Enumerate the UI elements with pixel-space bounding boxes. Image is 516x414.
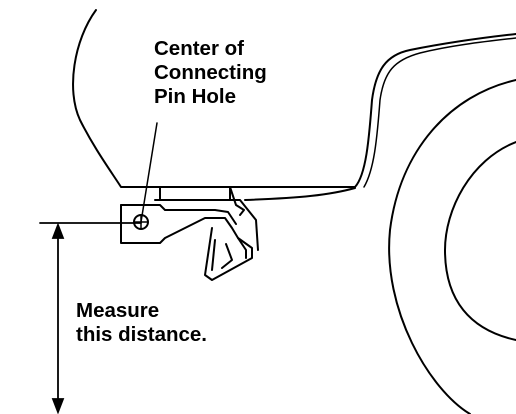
- pin-label-line-2: Connecting: [154, 61, 267, 84]
- measure-arrow-bottom: [51, 398, 65, 414]
- rear-tire-inner: [444, 141, 516, 341]
- frame-bracket: [229, 186, 245, 216]
- rear-tire-outer: [388, 79, 516, 414]
- hitch-plate-top: [120, 204, 237, 225]
- pin-label-line-3: Pin Hole: [154, 85, 237, 108]
- pin-label-line-1: Center of: [154, 37, 244, 60]
- hitch-plate: [120, 204, 247, 259]
- pin-hole-label: Center of Connecting Pin Hole: [154, 37, 267, 109]
- measure-label-line-2: this distance.: [76, 323, 208, 346]
- frame-rail: [159, 186, 231, 201]
- pin-leader-line: [140, 122, 158, 223]
- hitch-tang: [204, 227, 253, 281]
- measure-instruction-label: Measure this distance.: [76, 299, 207, 347]
- hitch-tang-detail: [211, 239, 233, 271]
- measure-label-line-1: Measure: [76, 299, 160, 322]
- mower-body-outline: [72, 9, 516, 188]
- fender-inner-line: [363, 37, 516, 188]
- measure-arrow-top: [51, 222, 65, 239]
- frame-diagonal: [244, 187, 356, 201]
- frame-lower-line: [154, 199, 259, 251]
